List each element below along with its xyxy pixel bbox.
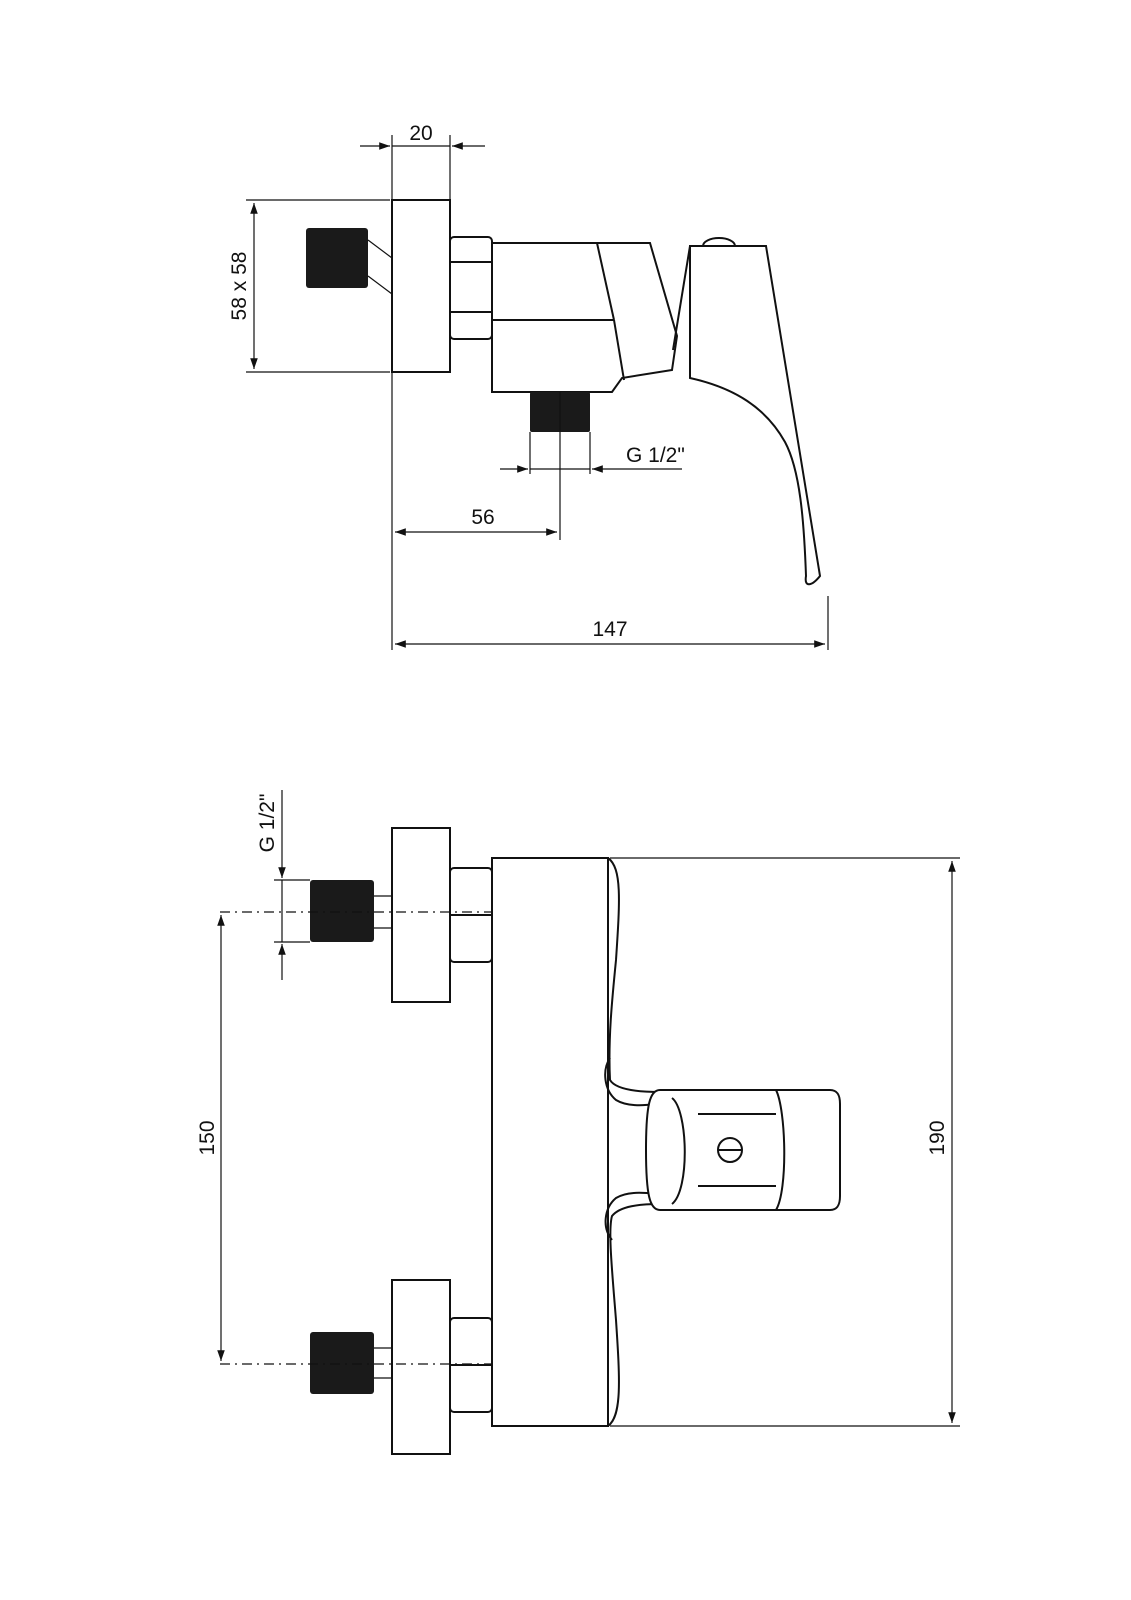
dim-total-depth-label: 147 <box>592 618 627 641</box>
dim-inlet-spacing: 150 <box>196 915 225 1361</box>
dim-outlet-thread-side-label: G 1/2" <box>626 444 685 467</box>
front-view: G 1/2" 150 190 <box>196 790 960 1455</box>
side-view: 20 58 x 58 G 1/2" 56 <box>228 122 829 650</box>
side-hex-nut <box>449 236 493 340</box>
front-mixer-body <box>491 857 661 1427</box>
dim-inlet-spacing-label: 150 <box>196 1120 219 1155</box>
side-inlet-thread <box>306 228 393 295</box>
front-lower-inlet <box>220 1279 493 1455</box>
dim-flange-width-label: 20 <box>409 122 432 145</box>
dim-total-depth: 147 <box>391 372 829 650</box>
dim-body-height: 190 <box>610 857 960 1427</box>
dim-outlet-offset: 56 <box>395 392 561 540</box>
dim-outlet-offset-label: 56 <box>471 506 494 529</box>
dim-outlet-thread-side: G 1/2" <box>500 432 685 474</box>
dim-flange-width: 20 <box>360 122 485 200</box>
front-lever-handle <box>644 1089 841 1211</box>
dim-inlet-thread-front: G 1/2" <box>256 790 310 980</box>
dim-body-height-label: 190 <box>926 1120 949 1155</box>
dim-inlet-thread-front-label: G 1/2" <box>256 794 279 853</box>
side-flange <box>391 199 451 373</box>
side-mixer-body <box>491 242 679 393</box>
side-lever-handle <box>672 237 822 586</box>
dim-flange-size-label: 58 x 58 <box>228 252 251 321</box>
dim-flange-size: 58 x 58 <box>228 199 390 373</box>
front-upper-inlet <box>220 827 493 1003</box>
